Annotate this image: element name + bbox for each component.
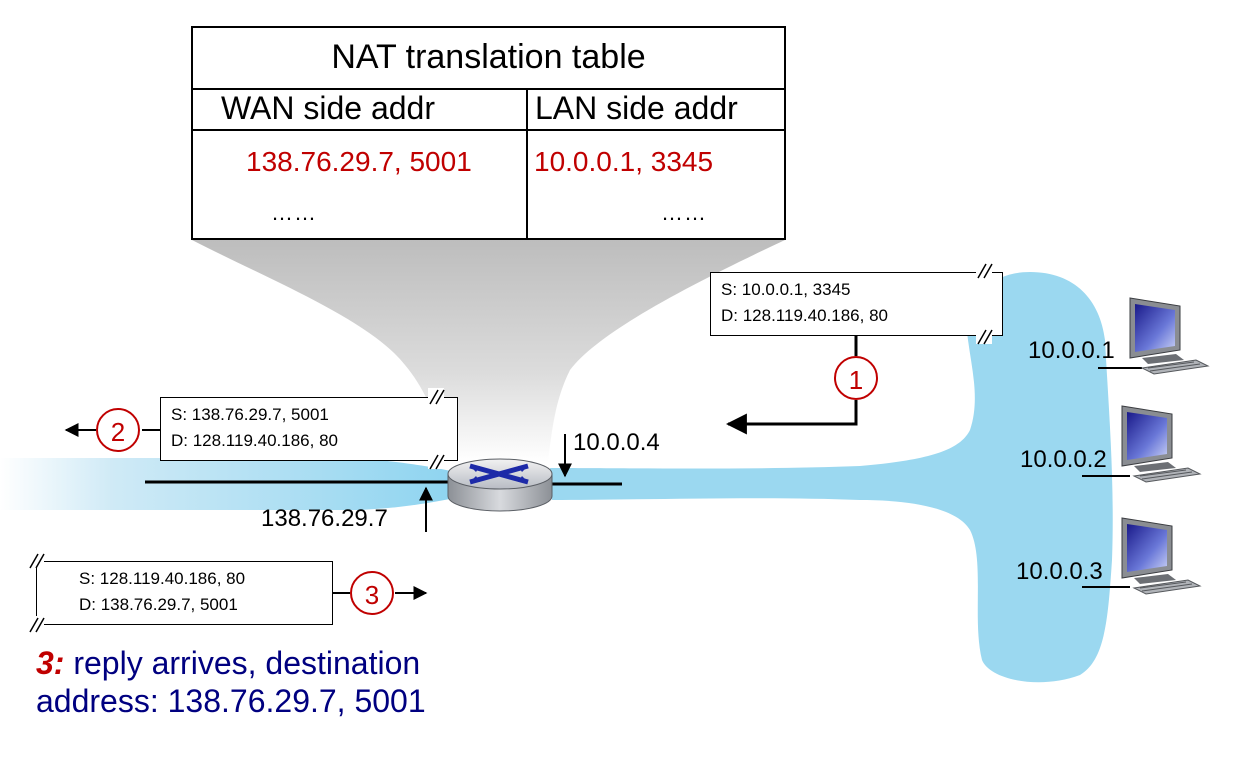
caption-step-number: 3: [36,645,65,681]
caption-line-1: reply arrives, destination [73,645,421,681]
table-row-ellipsis-wan: …… [271,200,317,225]
nat-router-icon [447,458,553,512]
computer-icon [1129,297,1210,375]
step-3-caption: 3: reply arrives, destination address: 1… [36,644,426,720]
lan-column-header: LAN side addr [535,90,738,126]
wan-network-cloud [0,458,455,510]
computer-icon [1121,517,1202,595]
table-row-ellipsis-lan: …… [661,200,707,225]
step-3-marker: 3 [350,571,394,615]
step1-arrow [725,400,858,435]
packet-2-source: S: 138.76.29.7, 5001 [171,405,329,424]
host-2-address: 10.0.0.2 [1020,446,1107,473]
packet-1-destination: D: 128.119.40.186, 80 [721,306,888,325]
step-1-marker: 1 [834,356,878,400]
step-2-marker: 2 [96,408,140,452]
lan-network-cloud [550,272,1113,683]
computer-icon [1121,405,1202,483]
packet-3-source: S: 128.119.40.186, 80 [79,569,246,588]
packet-1-source: S: 10.0.0.1, 3345 [721,280,851,299]
packet-1: S: 10.0.0.1, 3345 D: 128.119.40.186, 80 [710,272,1003,336]
host-3-address: 10.0.0.3 [1016,558,1103,585]
caption-line-2: address: 138.76.29.7, 5001 [36,683,426,719]
wan-column-header: WAN side addr [221,90,435,126]
table-title-divider [193,88,784,90]
packet-2-destination: D: 128.119.40.186, 80 [171,431,338,450]
table-zoom-cone [192,240,785,462]
router-wan-address: 138.76.29.7 [261,505,388,532]
table-title: NAT translation table [331,38,646,76]
host-1-address: 10.0.0.1 [1028,337,1115,364]
table-row-lan: 10.0.0.1, 3345 [534,146,714,177]
router-lan-address: 10.0.0.4 [573,429,660,456]
packet-3: S: 128.119.40.186, 80 D: 138.76.29.7, 50… [36,561,333,625]
packet-3-destination: D: 138.76.29.7, 5001 [79,595,238,614]
nat-translation-table: NAT translation table WAN side addr LAN … [191,26,786,240]
table-row-wan: 138.76.29.7, 5001 [246,146,472,177]
header-underline [193,129,784,131]
column-divider [526,90,528,240]
packet-2: S: 138.76.29.7, 5001 D: 128.119.40.186, … [160,397,458,461]
